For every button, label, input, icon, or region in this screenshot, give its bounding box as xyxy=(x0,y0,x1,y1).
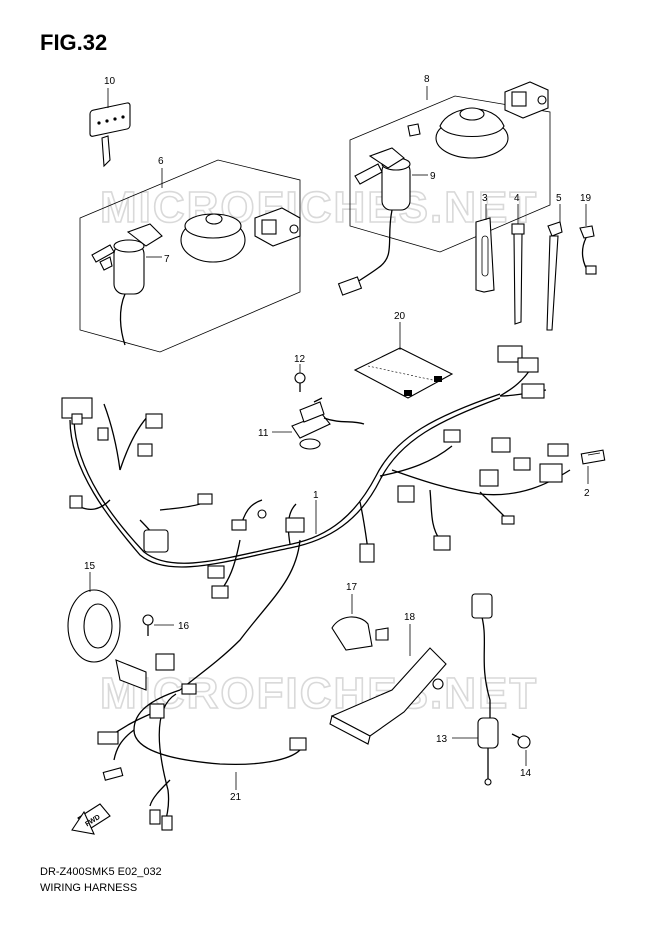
callout-13: 13 xyxy=(436,734,448,745)
model-code-caption: DR-Z400SMK5 E02_032 xyxy=(40,866,162,878)
callout-18: 18 xyxy=(404,612,416,623)
callout-15: 15 xyxy=(84,561,96,572)
callout-19: 19 xyxy=(580,193,592,204)
callout-20: 20 xyxy=(394,311,406,322)
ignition-lock-set-box-6[interactable] xyxy=(79,159,301,353)
callout-7: 7 xyxy=(164,254,170,265)
clamp-part-3[interactable] xyxy=(475,217,495,293)
bolt-part-12[interactable] xyxy=(294,372,306,392)
sub-harness-part-21[interactable] xyxy=(97,653,307,831)
band-part-4[interactable] xyxy=(511,223,525,325)
main-wiring-harness-1[interactable] xyxy=(61,345,571,691)
callout-12: 12 xyxy=(294,354,306,365)
callout-6: 6 xyxy=(158,156,164,167)
figure-title: FIG.32 xyxy=(40,30,108,55)
bracket-part-11[interactable] xyxy=(291,397,365,450)
callout-9: 9 xyxy=(430,171,436,182)
sheet-part-20[interactable] xyxy=(353,347,454,399)
callout-10: 10 xyxy=(104,76,116,87)
callout-1: 1 xyxy=(313,490,319,501)
watermark-bottom: MICROFICHES.NET xyxy=(100,669,538,718)
callout-16: 16 xyxy=(178,621,190,632)
callout-4: 4 xyxy=(514,193,520,204)
watermark-top: MICROFICHES.NET xyxy=(100,183,538,232)
sensor-part-13[interactable] xyxy=(471,593,499,786)
callout-17: 17 xyxy=(346,582,358,593)
cover-part-17[interactable] xyxy=(331,616,389,651)
figure-name-caption: WIRING HARNESS xyxy=(40,882,138,894)
callout-3: 3 xyxy=(482,193,488,204)
callout-2: 2 xyxy=(584,488,590,499)
bolt-part-16[interactable] xyxy=(142,614,154,636)
bracket-part-18[interactable] xyxy=(329,647,447,745)
band-part-5[interactable] xyxy=(546,221,563,331)
callout-11: 11 xyxy=(258,428,269,439)
fuse-part-2[interactable] xyxy=(580,449,606,465)
clamp-part-19[interactable] xyxy=(579,225,597,275)
horn-part-15[interactable] xyxy=(67,589,147,691)
callout-5: 5 xyxy=(556,193,562,204)
callout-14: 14 xyxy=(520,768,532,779)
callout-21: 21 xyxy=(230,792,242,803)
forward-direction-arrow: FWD xyxy=(71,803,111,835)
bolt-part-14[interactable] xyxy=(511,733,531,749)
callout-8: 8 xyxy=(424,74,430,85)
key-part-10[interactable] xyxy=(89,102,131,168)
lock-set-box-8[interactable] xyxy=(349,81,551,253)
